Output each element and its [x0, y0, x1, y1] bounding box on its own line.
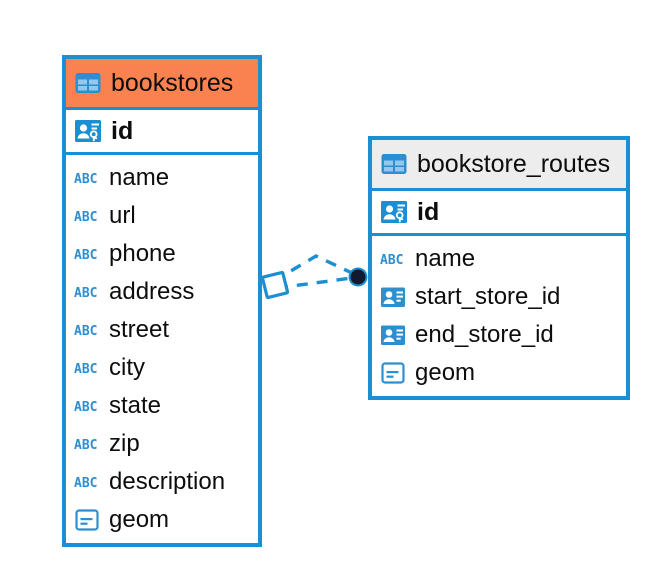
field-label: address	[109, 278, 195, 305]
text-type-icon: ABC	[74, 282, 100, 302]
table-icon	[74, 69, 102, 97]
relationship-diamond-marker	[260, 270, 290, 300]
entity-header-bookstores[interactable]: bookstores	[66, 59, 258, 107]
field-label: zip	[109, 430, 140, 457]
field-row[interactable]: ABC address	[66, 273, 258, 311]
primary-key-label: id	[111, 116, 134, 145]
text-type-icon: ABC	[74, 244, 100, 264]
text-type-icon: ABC	[74, 358, 100, 378]
field-list-bookstores: ABC name ABC url ABC p	[66, 155, 258, 543]
svg-text:ABC: ABC	[74, 210, 97, 225]
field-row[interactable]: geom	[66, 501, 258, 539]
field-row[interactable]: ABC url	[66, 197, 258, 235]
field-label: end_store_id	[415, 321, 554, 348]
svg-text:ABC: ABC	[74, 286, 97, 301]
entity-bookstores[interactable]: bookstores id	[62, 55, 262, 547]
primary-key-icon	[380, 198, 408, 226]
field-row[interactable]: ABC city	[66, 349, 258, 387]
foreign-key-icon	[380, 322, 406, 348]
field-label: geom	[109, 506, 170, 533]
text-type-icon: ABC	[74, 434, 100, 454]
entity-title: bookstores	[111, 68, 234, 97]
entity-title: bookstore_routes	[417, 149, 611, 178]
field-row[interactable]: end_store_id	[372, 316, 626, 354]
geometry-type-icon	[74, 507, 100, 533]
field-label: url	[109, 202, 136, 229]
field-row[interactable]: start_store_id	[372, 278, 626, 316]
primary-key-label: id	[417, 197, 440, 226]
geometry-type-icon	[380, 360, 406, 386]
text-type-icon: ABC	[74, 168, 100, 188]
svg-text:ABC: ABC	[380, 253, 403, 268]
field-label: name	[415, 245, 476, 272]
field-row[interactable]: ABC name	[372, 240, 626, 278]
svg-text:ABC: ABC	[74, 172, 97, 187]
text-type-icon: ABC	[74, 320, 100, 340]
field-label: description	[109, 468, 226, 495]
field-label: street	[109, 316, 170, 343]
text-type-icon: ABC	[74, 396, 100, 416]
field-row-primary-key[interactable]: id	[66, 107, 258, 155]
field-label: state	[109, 392, 162, 419]
field-row[interactable]: ABC phone	[66, 235, 258, 273]
primary-key-icon	[74, 117, 102, 145]
table-icon	[380, 150, 408, 178]
field-label: start_store_id	[415, 283, 561, 310]
field-row-primary-key[interactable]: id	[372, 188, 626, 236]
field-list-bookstore-routes: ABC name start_store_id	[372, 236, 626, 396]
text-type-icon: ABC	[74, 472, 100, 492]
relationship-line-straight	[276, 276, 353, 290]
text-type-icon: ABC	[380, 249, 406, 269]
field-row[interactable]: ABC description	[66, 463, 258, 501]
svg-text:ABC: ABC	[74, 400, 97, 415]
field-row[interactable]: ABC zip	[66, 425, 258, 463]
field-row[interactable]: ABC state	[66, 387, 258, 425]
field-label: geom	[415, 359, 476, 386]
field-label: name	[109, 164, 170, 191]
svg-text:ABC: ABC	[74, 362, 97, 377]
relationship-circle-marker	[348, 267, 368, 287]
text-type-icon: ABC	[74, 206, 100, 226]
svg-text:ABC: ABC	[74, 324, 97, 339]
field-label: city	[109, 354, 145, 381]
field-row[interactable]: ABC name	[66, 159, 258, 197]
svg-text:ABC: ABC	[74, 438, 97, 453]
field-label: phone	[109, 240, 176, 267]
field-row[interactable]: ABC street	[66, 311, 258, 349]
svg-text:ABC: ABC	[74, 476, 97, 491]
field-row[interactable]: geom	[372, 354, 626, 392]
foreign-key-icon	[380, 284, 406, 310]
entity-bookstore-routes[interactable]: bookstore_routes id	[368, 136, 630, 400]
svg-text:ABC: ABC	[74, 248, 97, 263]
entity-header-bookstore-routes[interactable]: bookstore_routes	[372, 140, 626, 188]
relationship-line-arc	[273, 254, 355, 283]
